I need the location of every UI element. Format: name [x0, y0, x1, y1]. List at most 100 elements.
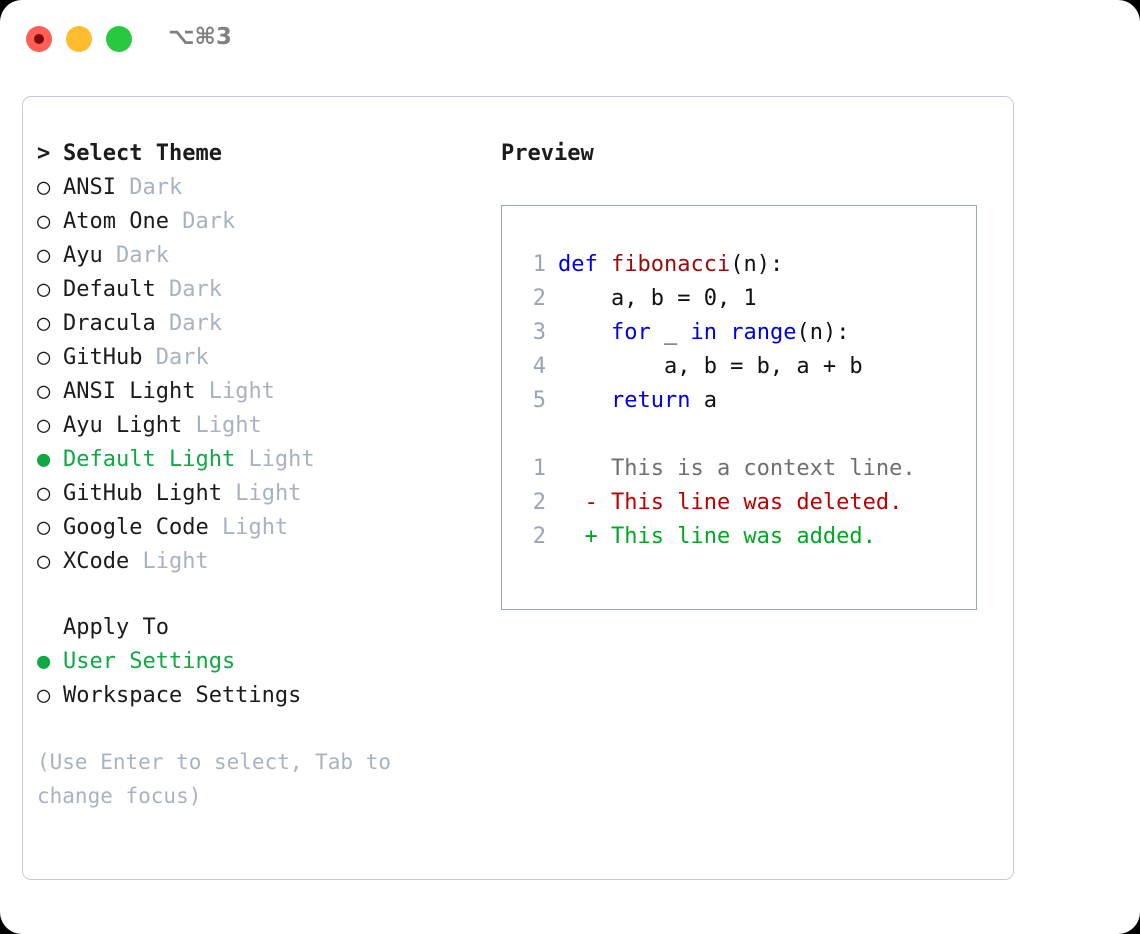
radio-unselected-icon: ○: [37, 379, 51, 404]
spacer: [116, 175, 129, 200]
theme-option-ansi[interactable]: ○ANSI Dark: [37, 175, 487, 209]
code-line: 4 a, b = b, a + b: [520, 350, 916, 384]
radio-selected-icon: ●: [37, 649, 51, 674]
spacer: [209, 515, 222, 540]
code-token: in: [690, 320, 717, 345]
theme-option-dracula[interactable]: ○ Dracula Dark: [37, 311, 487, 345]
code-token: _: [650, 320, 691, 345]
keyboard-shortcut-label: ⌥⌘3: [168, 24, 232, 50]
spacer: [142, 345, 155, 370]
diff-line-add: 2 + This line was added.: [520, 520, 916, 554]
theme-name: GitHub Light: [63, 481, 222, 506]
code-token: (n):: [730, 252, 784, 277]
spacer: [235, 447, 248, 472]
theme-variant-badge: Light: [235, 481, 302, 506]
theme-variant-badge: Dark: [168, 311, 222, 336]
code-token: [717, 320, 730, 345]
code-token: a, b = 0, 1: [558, 286, 757, 311]
radio-unselected-icon: ○: [37, 311, 51, 336]
apply-to-option-workspace-settings[interactable]: ○ Workspace Settings: [37, 683, 487, 717]
keyboard-hint: (Use Enter to select, Tab to change focu…: [37, 750, 392, 808]
radio-unselected-icon: ○: [37, 515, 51, 540]
code-line: 3 for _ in range(n):: [520, 316, 916, 350]
line-number: 2: [532, 490, 546, 515]
theme-picker-pane: >Select Theme ○ANSI Dark○Atom One Dark○A…: [37, 141, 487, 813]
theme-option-atom-one[interactable]: ○Atom One Dark: [37, 209, 487, 243]
spacer: [37, 583, 487, 615]
apply-to-list: ● User Settings ○ Workspace Settings: [37, 649, 487, 717]
theme-name: Default: [63, 277, 156, 302]
theme-option-github[interactable]: ○GitHub Dark: [37, 345, 487, 379]
code-token: return: [610, 388, 691, 413]
line-number: 1: [532, 252, 546, 277]
code-token: for: [610, 320, 651, 345]
radio-unselected-icon: ○: [37, 175, 51, 200]
radio-unselected-icon: ○: [37, 345, 51, 370]
radio-unselected-icon: ○: [37, 413, 51, 438]
spacer: [103, 243, 116, 268]
close-button[interactable]: [26, 26, 52, 52]
theme-option-ansi-light[interactable]: ○ ANSI Light Light: [37, 379, 487, 413]
theme-variant-badge: Dark: [168, 277, 222, 302]
spacer: [222, 481, 235, 506]
diff-text: + This line was added.: [558, 524, 876, 549]
line-number: 5: [532, 388, 546, 413]
theme-variant-badge: Light: [208, 379, 275, 404]
theme-name: ANSI Light: [63, 379, 196, 404]
radio-unselected-icon: ○: [37, 481, 51, 506]
code-token: a, b = b, a + b: [558, 354, 863, 379]
theme-name: Default Light: [63, 447, 236, 472]
apply-to-option-label: User Settings: [63, 649, 236, 674]
title-bar: ⌥⌘3: [0, 0, 1140, 80]
line-number: 4: [532, 354, 546, 379]
radio-unselected-icon: ○: [37, 683, 51, 708]
code-token: def: [558, 252, 611, 277]
apply-to-option-label: Workspace Settings: [63, 683, 302, 708]
theme-option-default-light[interactable]: ●Default Light Light: [37, 447, 487, 481]
theme-option-github-light[interactable]: ○ GitHub Light Light: [37, 481, 487, 515]
code-token: [558, 388, 611, 413]
radio-unselected-icon: ○: [37, 277, 51, 302]
theme-variant-badge: Dark: [155, 345, 209, 370]
code-line: 2 a, b = 0, 1: [520, 282, 916, 316]
theme-option-default[interactable]: ○ Default Dark: [37, 277, 487, 311]
blank-line: [520, 418, 916, 452]
theme-name: Dracula: [63, 311, 156, 336]
theme-option-xcode[interactable]: ○XCode Light: [37, 549, 487, 583]
theme-variant-badge: Dark: [116, 243, 169, 268]
maximize-button[interactable]: [106, 26, 132, 52]
preview-title: Preview: [501, 141, 594, 166]
theme-variant-badge: Dark: [182, 209, 236, 234]
diff-text: - This line was deleted.: [558, 490, 903, 515]
code-token: (n):: [796, 320, 850, 345]
apply-to-marker-placeholder: [37, 615, 63, 640]
theme-name: Ayu: [63, 243, 103, 268]
line-number: 2: [532, 524, 546, 549]
spacer: [156, 277, 169, 302]
apply-to-label: Apply To: [63, 615, 169, 640]
theme-option-ayu[interactable]: ○ Ayu Dark: [37, 243, 487, 277]
minimize-button[interactable]: [66, 26, 92, 52]
diff-line-ctx: 1 This is a context line.: [520, 452, 916, 486]
radio-unselected-icon: ○: [37, 209, 51, 234]
radio-unselected-icon: ○: [37, 549, 51, 574]
code-token: a: [690, 388, 717, 413]
code-token: [558, 320, 611, 345]
theme-list: ○ANSI Dark○Atom One Dark○Ayu Dark○Defaul…: [37, 175, 487, 583]
spacer: [195, 379, 208, 404]
select-theme-title: Select Theme: [63, 141, 222, 166]
radio-unselected-icon: ○: [37, 243, 51, 268]
theme-name: ANSI: [63, 175, 116, 200]
theme-name: Google Code: [63, 515, 209, 540]
apply-to-header: Apply To: [37, 615, 487, 649]
theme-variant-badge: Light: [195, 413, 262, 438]
apply-to-option-user-settings[interactable]: ● User Settings: [37, 649, 487, 683]
line-number: 2: [532, 286, 546, 311]
theme-option-google-code[interactable]: ○Google Code Light: [37, 515, 487, 549]
theme-option-ayu-light[interactable]: ○Ayu Light Light: [37, 413, 487, 447]
